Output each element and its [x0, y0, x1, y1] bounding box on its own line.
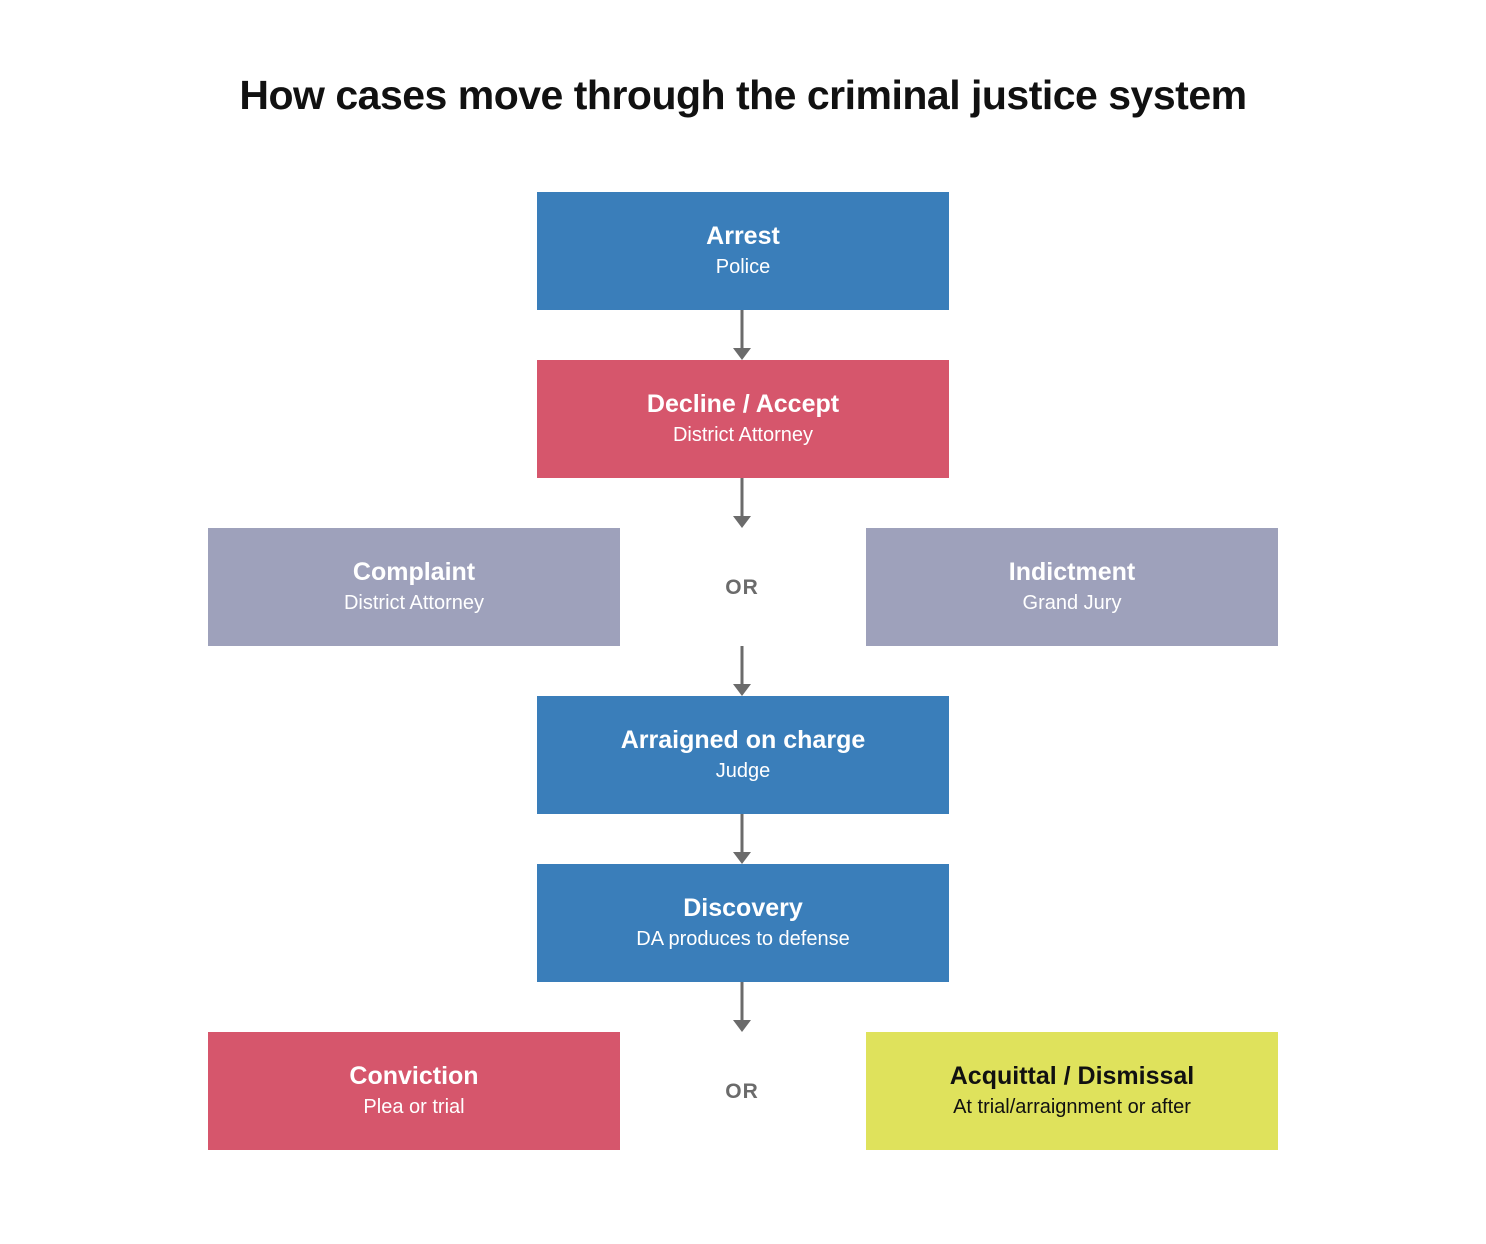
arrow-down-icon: [733, 310, 751, 360]
node-title: Discovery: [683, 894, 803, 922]
node-subtitle: Grand Jury: [1022, 592, 1122, 614]
node-title: Decline / Accept: [646, 390, 840, 418]
node-indictment: Indictment Grand Jury: [866, 528, 1278, 646]
node-subtitle: Police: [715, 256, 771, 278]
node-title: Arraigned on charge: [620, 726, 866, 754]
or-label: OR: [725, 1080, 759, 1103]
node-title: Conviction: [349, 1062, 479, 1090]
node-conviction: Conviction Plea or trial: [208, 1032, 620, 1150]
node-arrest: Arrest Police: [537, 192, 949, 310]
node-subtitle: Plea or trial: [363, 1096, 465, 1118]
node-acquittal: Acquittal / Dismissal At trial/arraignme…: [866, 1032, 1278, 1150]
node-decline-accept: Decline / Accept District Attorney: [537, 360, 949, 478]
node-subtitle: District Attorney: [672, 424, 814, 446]
arrow-down-icon: [733, 814, 751, 864]
node-subtitle: At trial/arraignment or after: [953, 1096, 1191, 1118]
arrow-down-icon: [733, 478, 751, 528]
node-title: Indictment: [1008, 558, 1136, 586]
node-subtitle: DA produces to defense: [636, 928, 850, 950]
diagram-title: How cases move through the criminal just…: [239, 72, 1247, 118]
node-subtitle: Judge: [715, 760, 771, 782]
node-discovery: Discovery DA produces to defense: [537, 864, 949, 982]
node-title: Arrest: [706, 222, 780, 250]
node-subtitle: District Attorney: [343, 592, 485, 614]
node-complaint: Complaint District Attorney: [208, 528, 620, 646]
node-title: Acquittal / Dismissal: [949, 1062, 1195, 1090]
node-title: Complaint: [352, 558, 476, 586]
arrow-down-icon: [733, 982, 751, 1032]
node-arraigned: Arraigned on charge Judge: [537, 696, 949, 814]
or-label: OR: [725, 576, 759, 599]
arrow-down-icon: [733, 646, 751, 696]
